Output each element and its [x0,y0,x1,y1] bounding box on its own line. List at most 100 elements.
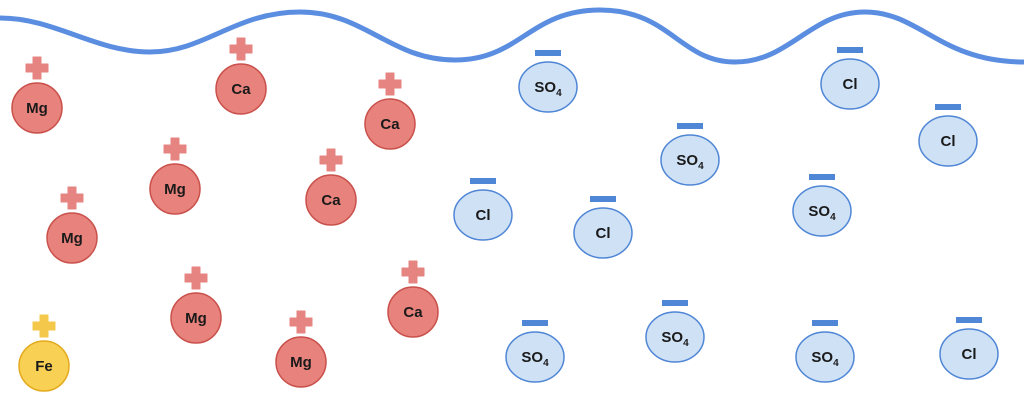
anion-cl: Cl [820,47,880,110]
minus-charge-icon [522,320,548,326]
minus-charge-icon [470,178,496,184]
ion-formula-subscript: 4 [833,358,839,369]
ion-ellipse [518,61,578,113]
ion-label: SO4 [811,349,839,369]
ion-circle [364,98,416,150]
ion-label: SO4 [534,79,562,99]
anion-cl: Cl [918,104,978,167]
cation-ca: Ca [364,72,416,150]
ion-formula-subscript: 4 [698,161,704,172]
ion-label: SO4 [676,152,704,172]
ion-formula-base: Cl [596,225,611,242]
plus-charge-icon [163,137,187,161]
ion-formula-subscript: 4 [543,358,549,369]
ion-label: SO4 [808,203,836,223]
ion-formula-base: SO [811,349,833,366]
ion-formula-base: SO [676,152,698,169]
cation-fe: Fe [18,314,70,392]
anion-so4: SO4 [795,320,855,383]
ion-label: Mg [290,354,312,371]
ion-formula-base: Cl [941,133,956,150]
plus-charge-icon [32,314,56,338]
ion-label: Cl [476,207,491,224]
plus-charge-icon [319,148,343,172]
cation-mg: Mg [149,137,201,215]
ion-circle [11,82,63,134]
ion-ellipse [505,331,565,383]
ion-circle [215,63,267,115]
minus-charge-icon [837,47,863,53]
ion-formula-subscript: 4 [683,338,689,349]
plus-charge-icon [229,37,253,61]
ion-circle [170,292,222,344]
ion-circle [149,163,201,215]
ion-ellipse [453,189,513,241]
anion-so4: SO4 [505,320,565,383]
ion-label: SO4 [521,349,549,369]
ion-label: Cl [941,133,956,150]
ion-label: Mg [61,230,83,247]
ion-ellipse [820,58,880,110]
ion-formula-base: SO [661,329,683,346]
ion-circle [275,336,327,388]
ion-label: Cl [843,76,858,93]
water-surface-line [0,7,1024,65]
ion-circle [46,212,98,264]
ion-label: Ca [403,304,423,321]
ion-label: Ca [380,116,400,133]
ion-formula-base: SO [534,79,556,96]
ion-ellipse [792,185,852,237]
minus-charge-icon [677,123,703,129]
ion-formula-base: Cl [843,76,858,93]
ion-circle [305,174,357,226]
cation-ca: Ca [305,148,357,226]
ion-label: Cl [962,346,977,363]
anion-so4: SO4 [660,123,720,186]
minus-charge-icon [535,50,561,56]
cation-mg: Mg [46,186,98,264]
cation-mg: Mg [11,56,63,134]
ion-ellipse [573,207,633,259]
ion-formula-subscript: 4 [556,88,562,99]
cation-ca: Ca [387,260,439,338]
ion-formula-base: SO [808,203,830,220]
plus-charge-icon [401,260,425,284]
ion-ellipse [939,328,999,380]
anion-cl: Cl [453,178,513,241]
minus-charge-icon [662,300,688,306]
plus-charge-icon [378,72,402,96]
ion-ellipse [645,311,705,363]
cation-mg: Mg [170,266,222,344]
ion-label: Fe [35,358,53,375]
ion-formula-base: Cl [962,346,977,363]
ion-formula-base: Cl [476,207,491,224]
minus-charge-icon [809,174,835,180]
ion-formula-base: SO [521,349,543,366]
ion-label: Mg [185,310,207,327]
minus-charge-icon [590,196,616,202]
minus-charge-icon [812,320,838,326]
plus-charge-icon [25,56,49,80]
minus-charge-icon [935,104,961,110]
ion-formula-subscript: 4 [830,212,836,223]
cation-ca: Ca [215,37,267,115]
anion-cl: Cl [573,196,633,259]
cation-mg: Mg [275,310,327,388]
ion-label: Mg [164,181,186,198]
plus-charge-icon [289,310,313,334]
anion-so4: SO4 [518,50,578,113]
ion-ellipse [795,331,855,383]
plus-charge-icon [60,186,84,210]
ion-label: Ca [321,192,341,209]
ion-label: Ca [231,81,251,98]
anion-cl: Cl [939,317,999,380]
ion-label: Cl [596,225,611,242]
anion-so4: SO4 [645,300,705,363]
ion-label: SO4 [661,329,689,349]
minus-charge-icon [956,317,982,323]
anion-so4: SO4 [792,174,852,237]
plus-charge-icon [184,266,208,290]
ion-circle [18,340,70,392]
ion-circle [387,286,439,338]
